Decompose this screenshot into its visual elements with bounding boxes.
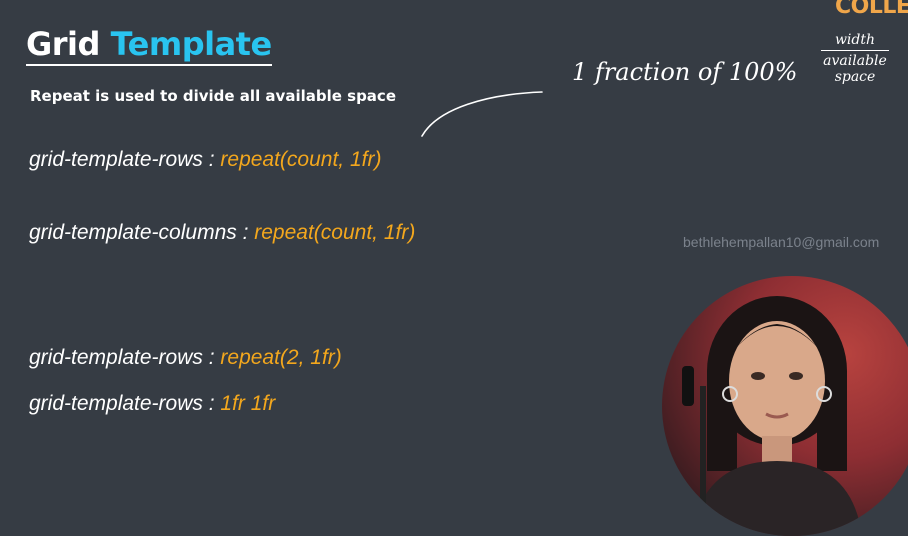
slide: COLLEGE Grid Template Repeat is used to … — [26, 0, 908, 536]
hand-drawn-arrow-icon — [421, 91, 543, 137]
code-prop: grid-template-rows : — [29, 346, 221, 369]
annotation-main: 1 fraction of 100% — [572, 58, 798, 86]
email-watermark: bethlehempallan10@gmail.com — [683, 234, 880, 250]
presenter-webcam-icon — [662, 276, 908, 536]
code-value: 1fr 1fr — [220, 392, 276, 415]
code-line-rows-example: grid-template-rows : repeat(2, 1fr) — [29, 346, 342, 370]
annotation-fraction: width available space — [815, 32, 895, 85]
logo: COLLEGE — [835, 0, 908, 19]
title-main: Grid — [26, 25, 100, 63]
code-line-columns: grid-template-columns : repeat(count, 1f… — [29, 221, 415, 245]
code-value: repeat(count, 1fr) — [254, 221, 416, 244]
fraction-top: width — [834, 32, 876, 48]
subtitle: Repeat is used to divide all available s… — [30, 87, 396, 105]
code-prop: grid-template-rows : — [29, 392, 221, 415]
fraction-bottom: available space — [823, 53, 887, 85]
code-value: repeat(2, 1fr) — [220, 346, 342, 369]
title-accent: Template — [110, 25, 273, 63]
code-line-rows: grid-template-rows : repeat(count, 1fr) — [29, 148, 381, 172]
handwritten-annotation: 1 fraction of 100% width available space — [560, 30, 900, 110]
slide-title: Grid Template — [26, 26, 272, 66]
fraction-line — [821, 50, 889, 51]
code-prop: grid-template-columns : — [29, 221, 255, 244]
code-line-rows-explicit: grid-template-rows : 1fr 1fr — [29, 392, 275, 416]
code-value: repeat(count, 1fr) — [220, 148, 382, 171]
code-prop: grid-template-rows : — [29, 148, 221, 171]
